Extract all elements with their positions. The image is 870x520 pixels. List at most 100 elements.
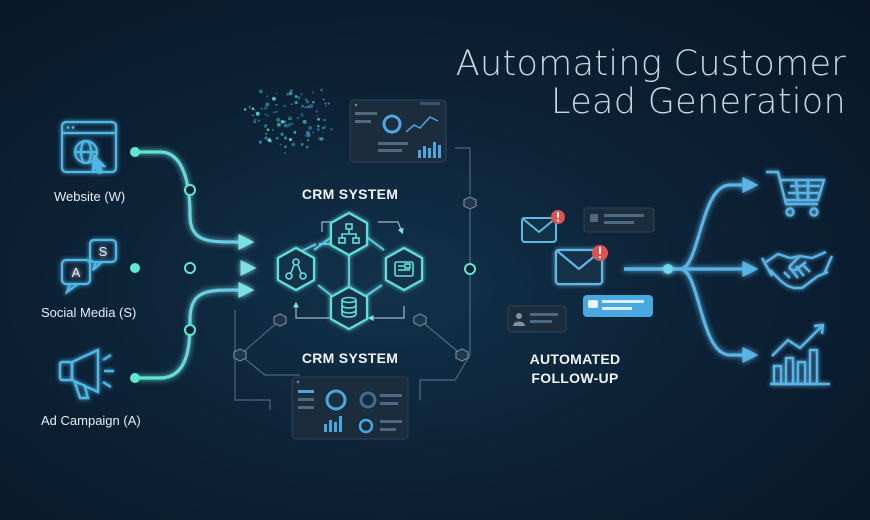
data-dot (265, 102, 270, 107)
automated-followup-label: AUTOMATED FOLLOW-UP (515, 350, 635, 388)
data-dot (288, 125, 291, 128)
bubble-letter-a: A (72, 265, 81, 280)
data-dot (254, 109, 257, 112)
data-dot (308, 125, 313, 131)
data-dot (263, 106, 268, 110)
data-dot (264, 136, 268, 140)
megaphone-icon[interactable] (58, 348, 114, 400)
data-dot (316, 128, 320, 132)
data-dot (271, 96, 276, 101)
data-dot (322, 131, 325, 134)
growth-chart-icon[interactable] (770, 323, 830, 386)
data-dot (330, 128, 333, 131)
followup-line-1: AUTOMATED (529, 351, 621, 367)
data-dot (319, 137, 323, 141)
source-label-ad: Ad Campaign (A) (41, 413, 141, 428)
output-flows (624, 177, 759, 363)
data-dot (266, 113, 270, 117)
social-chat-icon[interactable]: S A (60, 238, 118, 296)
data-dot (288, 91, 293, 96)
data-dot (322, 126, 325, 130)
data-dot (286, 92, 290, 96)
analytics-dashboard-bottom (291, 376, 409, 440)
data-dot (305, 99, 310, 104)
data-dot (257, 119, 261, 123)
data-dot (294, 101, 298, 105)
data-dot (293, 131, 297, 134)
data-dot (327, 102, 330, 105)
data-dot (288, 138, 293, 142)
data-dot (265, 95, 269, 98)
data-dot (312, 100, 315, 104)
email-icon-small[interactable] (521, 210, 565, 243)
data-dot (275, 92, 278, 95)
data-dot (296, 117, 299, 119)
data-dot (283, 104, 286, 108)
data-dot (251, 107, 255, 111)
crm-system-label-top: CRM SYSTEM (301, 186, 399, 202)
shopping-cart-icon[interactable] (766, 170, 826, 217)
data-dot (248, 105, 252, 109)
data-dot-cloud (243, 88, 333, 155)
data-dot (251, 114, 254, 117)
data-dot (253, 120, 256, 124)
data-dot (280, 132, 284, 136)
data-dot (294, 95, 298, 98)
data-dot (317, 117, 320, 121)
data-dot (307, 105, 311, 109)
data-dot (309, 104, 314, 109)
data-dot (304, 98, 307, 101)
data-dot (264, 113, 266, 116)
data-dot (267, 138, 272, 143)
data-dot (253, 118, 257, 122)
data-dot (301, 104, 304, 108)
crm-hub-hex-left[interactable] (276, 246, 316, 292)
data-dot (322, 98, 325, 101)
data-dot (258, 140, 262, 144)
data-dot (318, 137, 322, 141)
data-dot (280, 120, 285, 124)
data-dot (263, 124, 267, 129)
data-dot (291, 103, 293, 105)
data-dot (288, 122, 292, 126)
crm-output-node (464, 263, 476, 275)
data-dot (255, 111, 260, 116)
data-dot (315, 109, 319, 113)
bubble-letter-s: S (99, 244, 108, 259)
data-dot (284, 136, 287, 139)
data-dot (290, 122, 295, 126)
data-dot (283, 151, 287, 155)
data-dot (320, 137, 325, 141)
contact-card (507, 305, 567, 333)
connector-hexes (233, 196, 477, 362)
data-dot (317, 125, 320, 128)
line-to-growth (624, 267, 759, 363)
data-dot (276, 103, 279, 107)
handshake-icon[interactable] (760, 250, 834, 290)
data-dot (266, 128, 270, 132)
data-dot (300, 92, 304, 96)
data-dot (275, 136, 279, 140)
data-dot (324, 102, 327, 105)
email-icon-large[interactable] (554, 245, 608, 286)
data-dot (302, 119, 307, 124)
data-dot (275, 110, 278, 113)
data-dot (296, 96, 301, 100)
data-dot (300, 143, 304, 146)
followup-line-2: FOLLOW-UP (531, 370, 619, 386)
data-dot (273, 111, 276, 114)
flow-nodes (130, 147, 196, 383)
data-dot (291, 142, 296, 147)
data-dot (276, 122, 281, 127)
data-dot (243, 108, 247, 111)
crm-hub-hex-right[interactable] (384, 246, 424, 292)
data-dot (312, 131, 315, 134)
data-dot (265, 132, 268, 135)
data-dot (323, 118, 326, 122)
crm-database-hex[interactable] (329, 285, 369, 331)
crm-hub-hex-top[interactable] (329, 211, 369, 257)
website-globe-icon[interactable] (60, 120, 118, 175)
data-dot (288, 118, 290, 120)
connector-lines (234, 147, 471, 410)
